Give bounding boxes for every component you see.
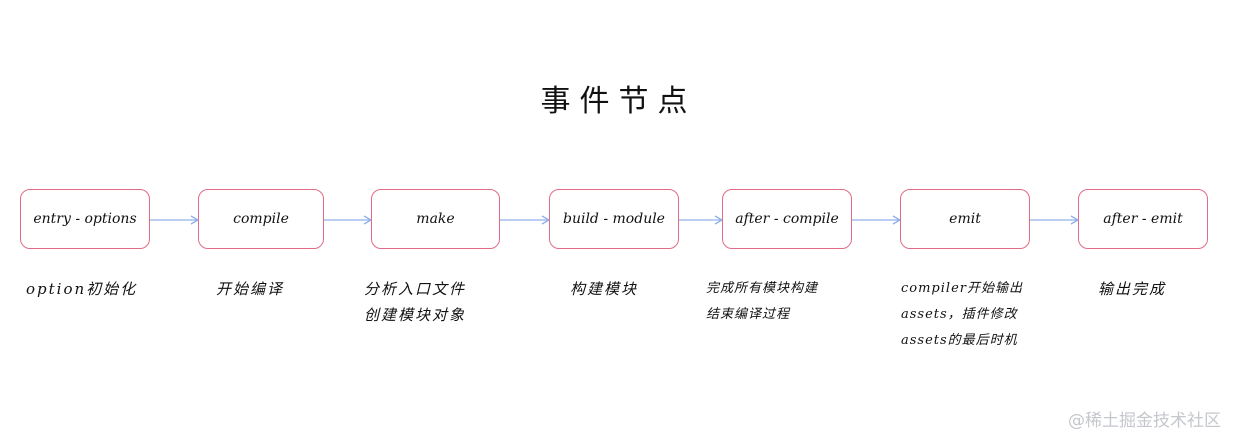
node-compile: compile xyxy=(198,189,324,249)
desc-make: 分析入口文件 创建模块对象 xyxy=(364,276,466,328)
node-emit: emit xyxy=(900,189,1030,249)
desc-line: 分析入口文件 xyxy=(364,280,467,298)
desc-build-module: 构建模块 xyxy=(570,276,638,302)
node-after-emit: after - emit xyxy=(1078,189,1208,249)
desc-compile: 开始编译 xyxy=(216,276,284,302)
desc-line: 开始编译 xyxy=(216,280,285,298)
desc-line: option初始化 xyxy=(26,280,138,298)
desc-line: assets的最后时机 xyxy=(901,333,1018,348)
desc-line: 结束编译过程 xyxy=(706,307,791,322)
desc-line: assets，插件修改 xyxy=(901,307,1018,322)
desc-after-emit: 输出完成 xyxy=(1098,276,1166,302)
desc-after-compile: 完成所有模块构建 结束编译过程 xyxy=(706,276,818,328)
desc-emit: compiler开始输出 assets，插件修改 assets的最后时机 xyxy=(901,276,1023,354)
desc-line: 输出完成 xyxy=(1098,280,1167,298)
node-entry-options: entry - options xyxy=(20,189,150,249)
diagram-title: 事件节点 xyxy=(540,84,697,119)
desc-line: 完成所有模块构建 xyxy=(706,281,819,296)
desc-line: 构建模块 xyxy=(570,280,639,298)
node-make: make xyxy=(371,189,500,249)
watermark: @稀土掘金技术社区 xyxy=(1068,411,1221,431)
desc-line: compiler开始输出 xyxy=(901,281,1023,296)
desc-line: 创建模块对象 xyxy=(364,306,467,324)
desc-entry-options: option初始化 xyxy=(26,276,137,302)
node-after-compile: after - compile xyxy=(722,189,852,249)
node-build-module: build - module xyxy=(549,189,679,249)
